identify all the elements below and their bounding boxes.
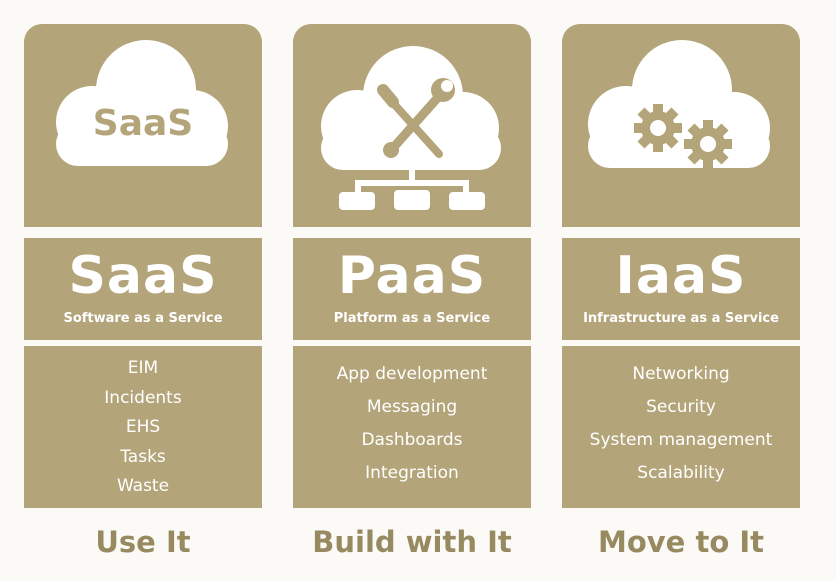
list-item: Integration bbox=[365, 463, 459, 483]
tagline: Build with It bbox=[312, 525, 512, 559]
list-item: Incidents bbox=[104, 387, 182, 408]
paas-features-panel: App development Messaging Dashboards Int… bbox=[293, 346, 531, 508]
list-item: Scalability bbox=[637, 463, 725, 483]
list-item: Security bbox=[646, 397, 716, 417]
iaas-features-panel: Networking Security System management Sc… bbox=[562, 346, 800, 508]
list-item: EIM bbox=[127, 358, 159, 378]
saas-icon-panel: SaaS bbox=[24, 24, 262, 227]
feature-list: Networking Security System management Sc… bbox=[562, 358, 800, 490]
list-item: App development bbox=[336, 364, 488, 384]
service-name: SaaS bbox=[68, 246, 218, 306]
list-item: Dashboards bbox=[361, 430, 463, 450]
iaas-icon-panel bbox=[562, 24, 800, 227]
paas-icon-panel bbox=[293, 24, 531, 227]
paas-name-panel: PaaS Platform as a Service bbox=[293, 238, 531, 340]
service-subtitle: Platform as a Service bbox=[333, 311, 491, 326]
feature-list: App development Messaging Dashboards Int… bbox=[293, 358, 531, 490]
list-item: Tasks bbox=[120, 446, 166, 467]
service-subtitle: Infrastructure as a Service bbox=[583, 311, 779, 326]
list-item: Networking bbox=[632, 364, 730, 384]
list-item: Waste bbox=[116, 476, 170, 496]
service-name: IaaS bbox=[615, 246, 747, 306]
cloud-label: SaaS bbox=[92, 103, 194, 144]
service-subtitle: Software as a Service bbox=[63, 311, 223, 326]
cloud-icon bbox=[56, 40, 228, 166]
saas-features-panel: EIM Incidents EHS Tasks Waste bbox=[24, 346, 262, 508]
cloud-gears-icon bbox=[588, 40, 770, 168]
saas-name-panel: SaaS Software as a Service bbox=[24, 238, 262, 340]
service-name: PaaS bbox=[337, 246, 487, 306]
list-item: Messaging bbox=[366, 397, 458, 417]
iaas-name-panel: IaaS Infrastructure as a Service bbox=[562, 238, 800, 340]
cloud-tools-icon bbox=[321, 46, 501, 210]
feature-list: EIM Incidents EHS Tasks Waste bbox=[24, 354, 262, 502]
list-item: EHS bbox=[125, 417, 161, 437]
tagline: Use It bbox=[95, 525, 191, 559]
tagline: Move to It bbox=[598, 525, 764, 559]
list-item: System management bbox=[589, 430, 773, 450]
